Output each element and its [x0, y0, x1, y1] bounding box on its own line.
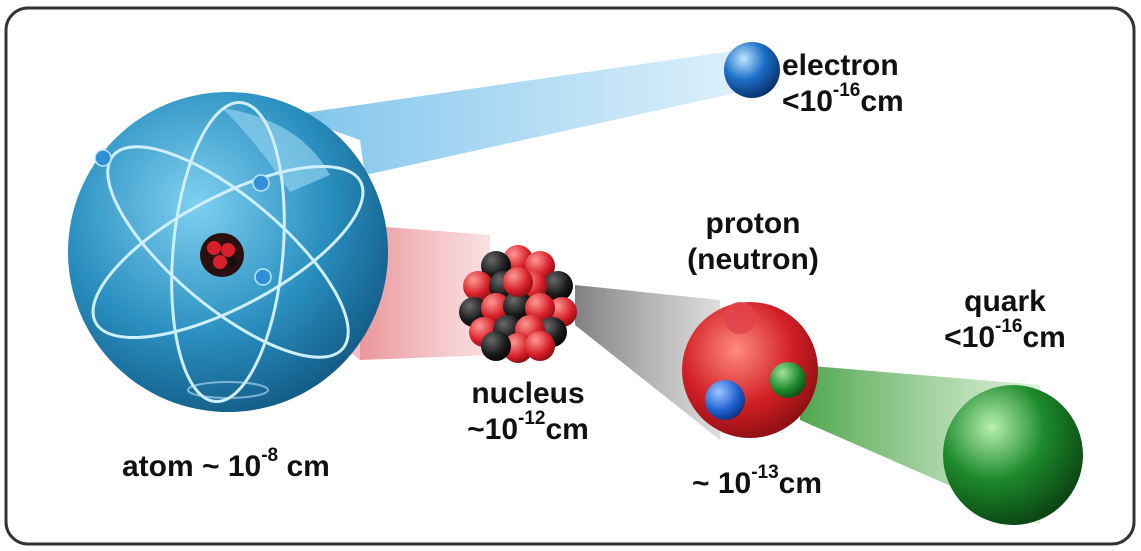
- quark-size: <10-16cm: [944, 316, 1066, 354]
- nucleon-red: [463, 271, 493, 301]
- atom-label: atom ~ 10-8 cm: [122, 445, 330, 483]
- atom-nucleus: [200, 233, 244, 277]
- nucleus-cluster: [459, 245, 577, 363]
- quark-green-in-proton: [770, 362, 806, 398]
- electron-size: <10-16cm: [782, 80, 904, 118]
- quark-label: quark <10-16cm: [920, 284, 1090, 356]
- orbiting-electron: [254, 268, 272, 286]
- nucleus-beam: [360, 225, 490, 360]
- electron-name: electron: [782, 49, 899, 82]
- nucleon-red: [525, 331, 555, 361]
- nucleus-size: ~10-12cm: [467, 408, 589, 446]
- orbit-3: [170, 100, 286, 404]
- nucleon-black: [543, 271, 573, 301]
- quark-name: quark: [964, 285, 1046, 318]
- nucleus-label: nucleus ~10-12cm: [448, 376, 608, 448]
- nucleon-red: [503, 333, 533, 363]
- proton-label: proton (neutron): [668, 206, 838, 278]
- atom-sphere: [68, 92, 388, 412]
- orbit-1: [91, 164, 365, 340]
- electron-sphere: [724, 42, 780, 98]
- proton-sphere: [682, 302, 818, 438]
- electron-beam: [290, 50, 740, 175]
- orbit-2: [106, 145, 350, 359]
- proton-beam: [575, 285, 720, 440]
- proton-size: ~ 10-13cm: [691, 462, 823, 500]
- quark-sphere: [943, 385, 1083, 525]
- nucleon-red: [503, 267, 533, 297]
- nucleon-red: [481, 293, 511, 323]
- orbiting-electron: [94, 149, 112, 167]
- nucleon-black: [503, 291, 533, 321]
- neutron-name: (neutron): [687, 243, 819, 276]
- quark-blue-in-proton: [705, 380, 745, 420]
- orbiting-electron: [252, 174, 270, 192]
- proton-name: proton: [705, 207, 801, 240]
- nucleus-name: nucleus: [471, 377, 585, 410]
- nucleon-black: [481, 331, 511, 361]
- electron-label: electron <10-16cm: [782, 48, 904, 120]
